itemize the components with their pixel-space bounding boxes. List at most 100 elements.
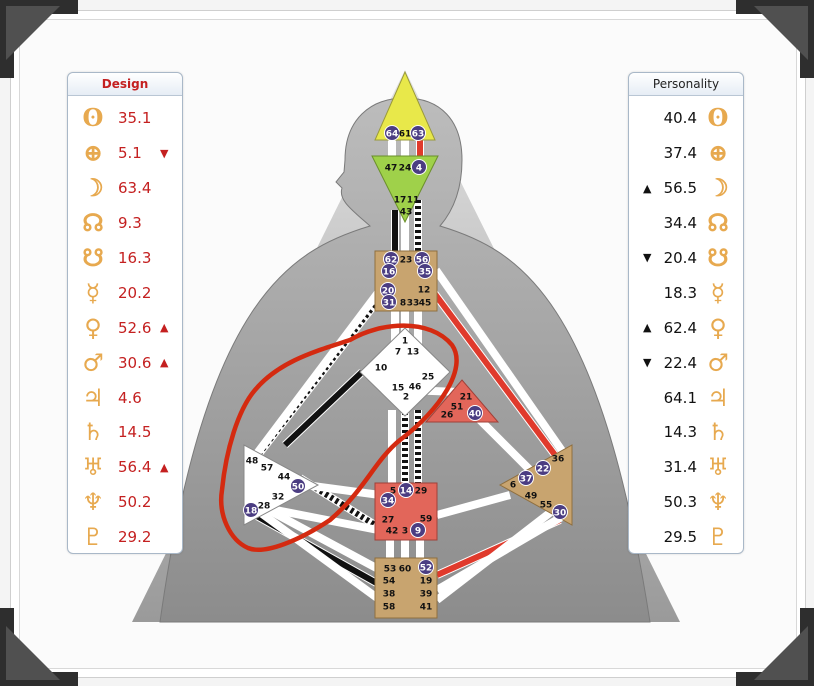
- gate-3[interactable]: 3: [402, 527, 408, 537]
- gate-36[interactable]: 36: [552, 455, 565, 465]
- gate-49[interactable]: 49: [525, 492, 538, 502]
- gate-37[interactable]: 37: [518, 470, 534, 486]
- gate-number: 22: [537, 465, 550, 475]
- north-node-icon: ☊: [707, 208, 729, 238]
- gate-53[interactable]: 53: [384, 565, 397, 575]
- gate-14[interactable]: 14: [398, 482, 414, 498]
- gate-39[interactable]: 39: [420, 590, 433, 600]
- gate-33[interactable]: 33: [407, 299, 420, 309]
- gate-number: 43: [400, 208, 413, 218]
- channels-layer: [247, 120, 569, 604]
- gate-55[interactable]: 55: [540, 501, 553, 511]
- gate-22[interactable]: 22: [535, 460, 551, 476]
- gate-43[interactable]: 43: [400, 208, 413, 218]
- gate-46[interactable]: 46: [409, 383, 422, 393]
- gate-15[interactable]: 15: [392, 384, 405, 394]
- gate-13[interactable]: 13: [407, 348, 420, 358]
- gate-number: 57: [261, 464, 274, 474]
- gate-41[interactable]: 41: [420, 603, 433, 613]
- gate-57[interactable]: 57: [261, 464, 274, 474]
- south-node-icon: ☋: [707, 242, 729, 272]
- gate-31[interactable]: 31: [381, 294, 397, 310]
- gate-21[interactable]: 21: [460, 393, 473, 403]
- gate-45[interactable]: 45: [419, 299, 432, 309]
- gate-51[interactable]: 51: [451, 403, 464, 413]
- gate-16[interactable]: 16: [381, 263, 397, 279]
- jupiter-icon: ♃: [707, 382, 729, 412]
- gate-59[interactable]: 59: [420, 515, 433, 525]
- venus-icon: ♀: [84, 312, 102, 342]
- gate-4[interactable]: 4: [411, 159, 427, 175]
- exaltation-mark: ▲: [160, 460, 169, 474]
- channel-spleen-root-28: [247, 501, 383, 604]
- uranus-icon: ♅: [82, 452, 104, 482]
- gate-line-value: 22.4: [663, 353, 697, 372]
- gate-11[interactable]: 11: [407, 196, 420, 206]
- personality-row-earth: ⊕37.4: [629, 136, 743, 171]
- gate-34[interactable]: 34: [380, 492, 396, 508]
- gate-48[interactable]: 48: [246, 457, 259, 467]
- gate-number: 5: [390, 487, 396, 497]
- gate-54[interactable]: 54: [383, 577, 396, 587]
- gate-number: 40: [469, 410, 482, 420]
- gate-50[interactable]: 50: [290, 478, 306, 494]
- gate-line-value: 31.4: [663, 458, 697, 477]
- channel-throat-solar-35: [428, 287, 559, 458]
- channel-throat-spleen-16: [248, 287, 384, 463]
- spleen-center: [243, 444, 320, 526]
- gate-23[interactable]: 23: [400, 256, 413, 266]
- gate-6[interactable]: 6: [510, 481, 516, 491]
- gate-line-value: 14.3: [663, 423, 697, 442]
- gate-19[interactable]: 19: [420, 577, 433, 587]
- pluto-icon: ♇: [707, 522, 729, 552]
- gate-38[interactable]: 38: [383, 590, 396, 600]
- gate-24[interactable]: 24: [399, 164, 412, 174]
- gate-18[interactable]: 18: [243, 502, 259, 518]
- exaltation-mark: ▲: [160, 356, 169, 370]
- gate-line-value: 64.1: [663, 388, 697, 407]
- gate-line-value: 52.6: [118, 318, 152, 337]
- gate-5[interactable]: 5: [390, 487, 396, 497]
- gate-27[interactable]: 27: [382, 516, 395, 526]
- gate-52[interactable]: 52: [418, 559, 434, 575]
- gate-2[interactable]: 2: [403, 393, 409, 403]
- gate-line-value: 29.5: [663, 528, 697, 547]
- gate-number: 45: [419, 299, 432, 309]
- gate-26[interactable]: 26: [441, 411, 454, 421]
- gate-44[interactable]: 44: [278, 473, 291, 483]
- gate-28[interactable]: 28: [258, 502, 271, 512]
- gate-35[interactable]: 35: [417, 263, 433, 279]
- gate-number: 16: [383, 268, 396, 278]
- gate-10[interactable]: 10: [375, 364, 388, 374]
- gate-line-value: 5.1: [118, 144, 142, 163]
- personality-row-uranus: ♅31.4: [629, 450, 743, 485]
- gate-25[interactable]: 25: [422, 373, 435, 383]
- gate-32[interactable]: 32: [272, 493, 285, 503]
- design-row-neptune: ♆50.2: [68, 485, 182, 520]
- gate-1[interactable]: 1: [402, 337, 408, 347]
- gate-64[interactable]: 64: [384, 125, 400, 141]
- personality-panel-title: Personality: [629, 73, 743, 96]
- gate-7[interactable]: 7: [395, 348, 401, 358]
- gate-58[interactable]: 58: [383, 603, 396, 613]
- design-row-moon: ☽63.4: [68, 171, 182, 206]
- gate-8[interactable]: 8: [400, 299, 406, 309]
- gate-42[interactable]: 42: [386, 527, 399, 537]
- gate-29[interactable]: 29: [415, 487, 428, 497]
- gate-60[interactable]: 60: [399, 565, 412, 575]
- gate-12[interactable]: 12: [418, 286, 431, 296]
- gate-47[interactable]: 47: [385, 164, 398, 174]
- gate-number: 35: [419, 268, 432, 278]
- gate-40[interactable]: 40: [467, 405, 483, 421]
- gate-61[interactable]: 61: [399, 130, 412, 140]
- gate-17[interactable]: 17: [394, 196, 407, 206]
- gate-number: 44: [278, 473, 291, 483]
- gate-30[interactable]: 30: [552, 504, 568, 520]
- gate-number: 11: [407, 196, 420, 206]
- south-node-icon: ☋: [82, 242, 104, 272]
- gate-9[interactable]: 9: [410, 522, 426, 538]
- gate-63[interactable]: 63: [410, 125, 426, 141]
- gate-number: 61: [399, 130, 412, 140]
